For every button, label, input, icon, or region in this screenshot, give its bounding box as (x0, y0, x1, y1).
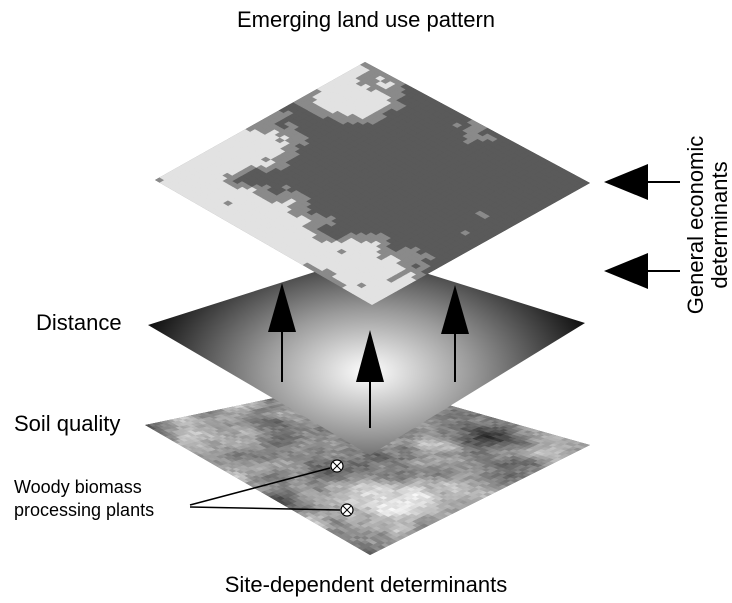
land-use-layer (155, 62, 590, 305)
diagram-title: Emerging land use pattern (237, 7, 495, 32)
